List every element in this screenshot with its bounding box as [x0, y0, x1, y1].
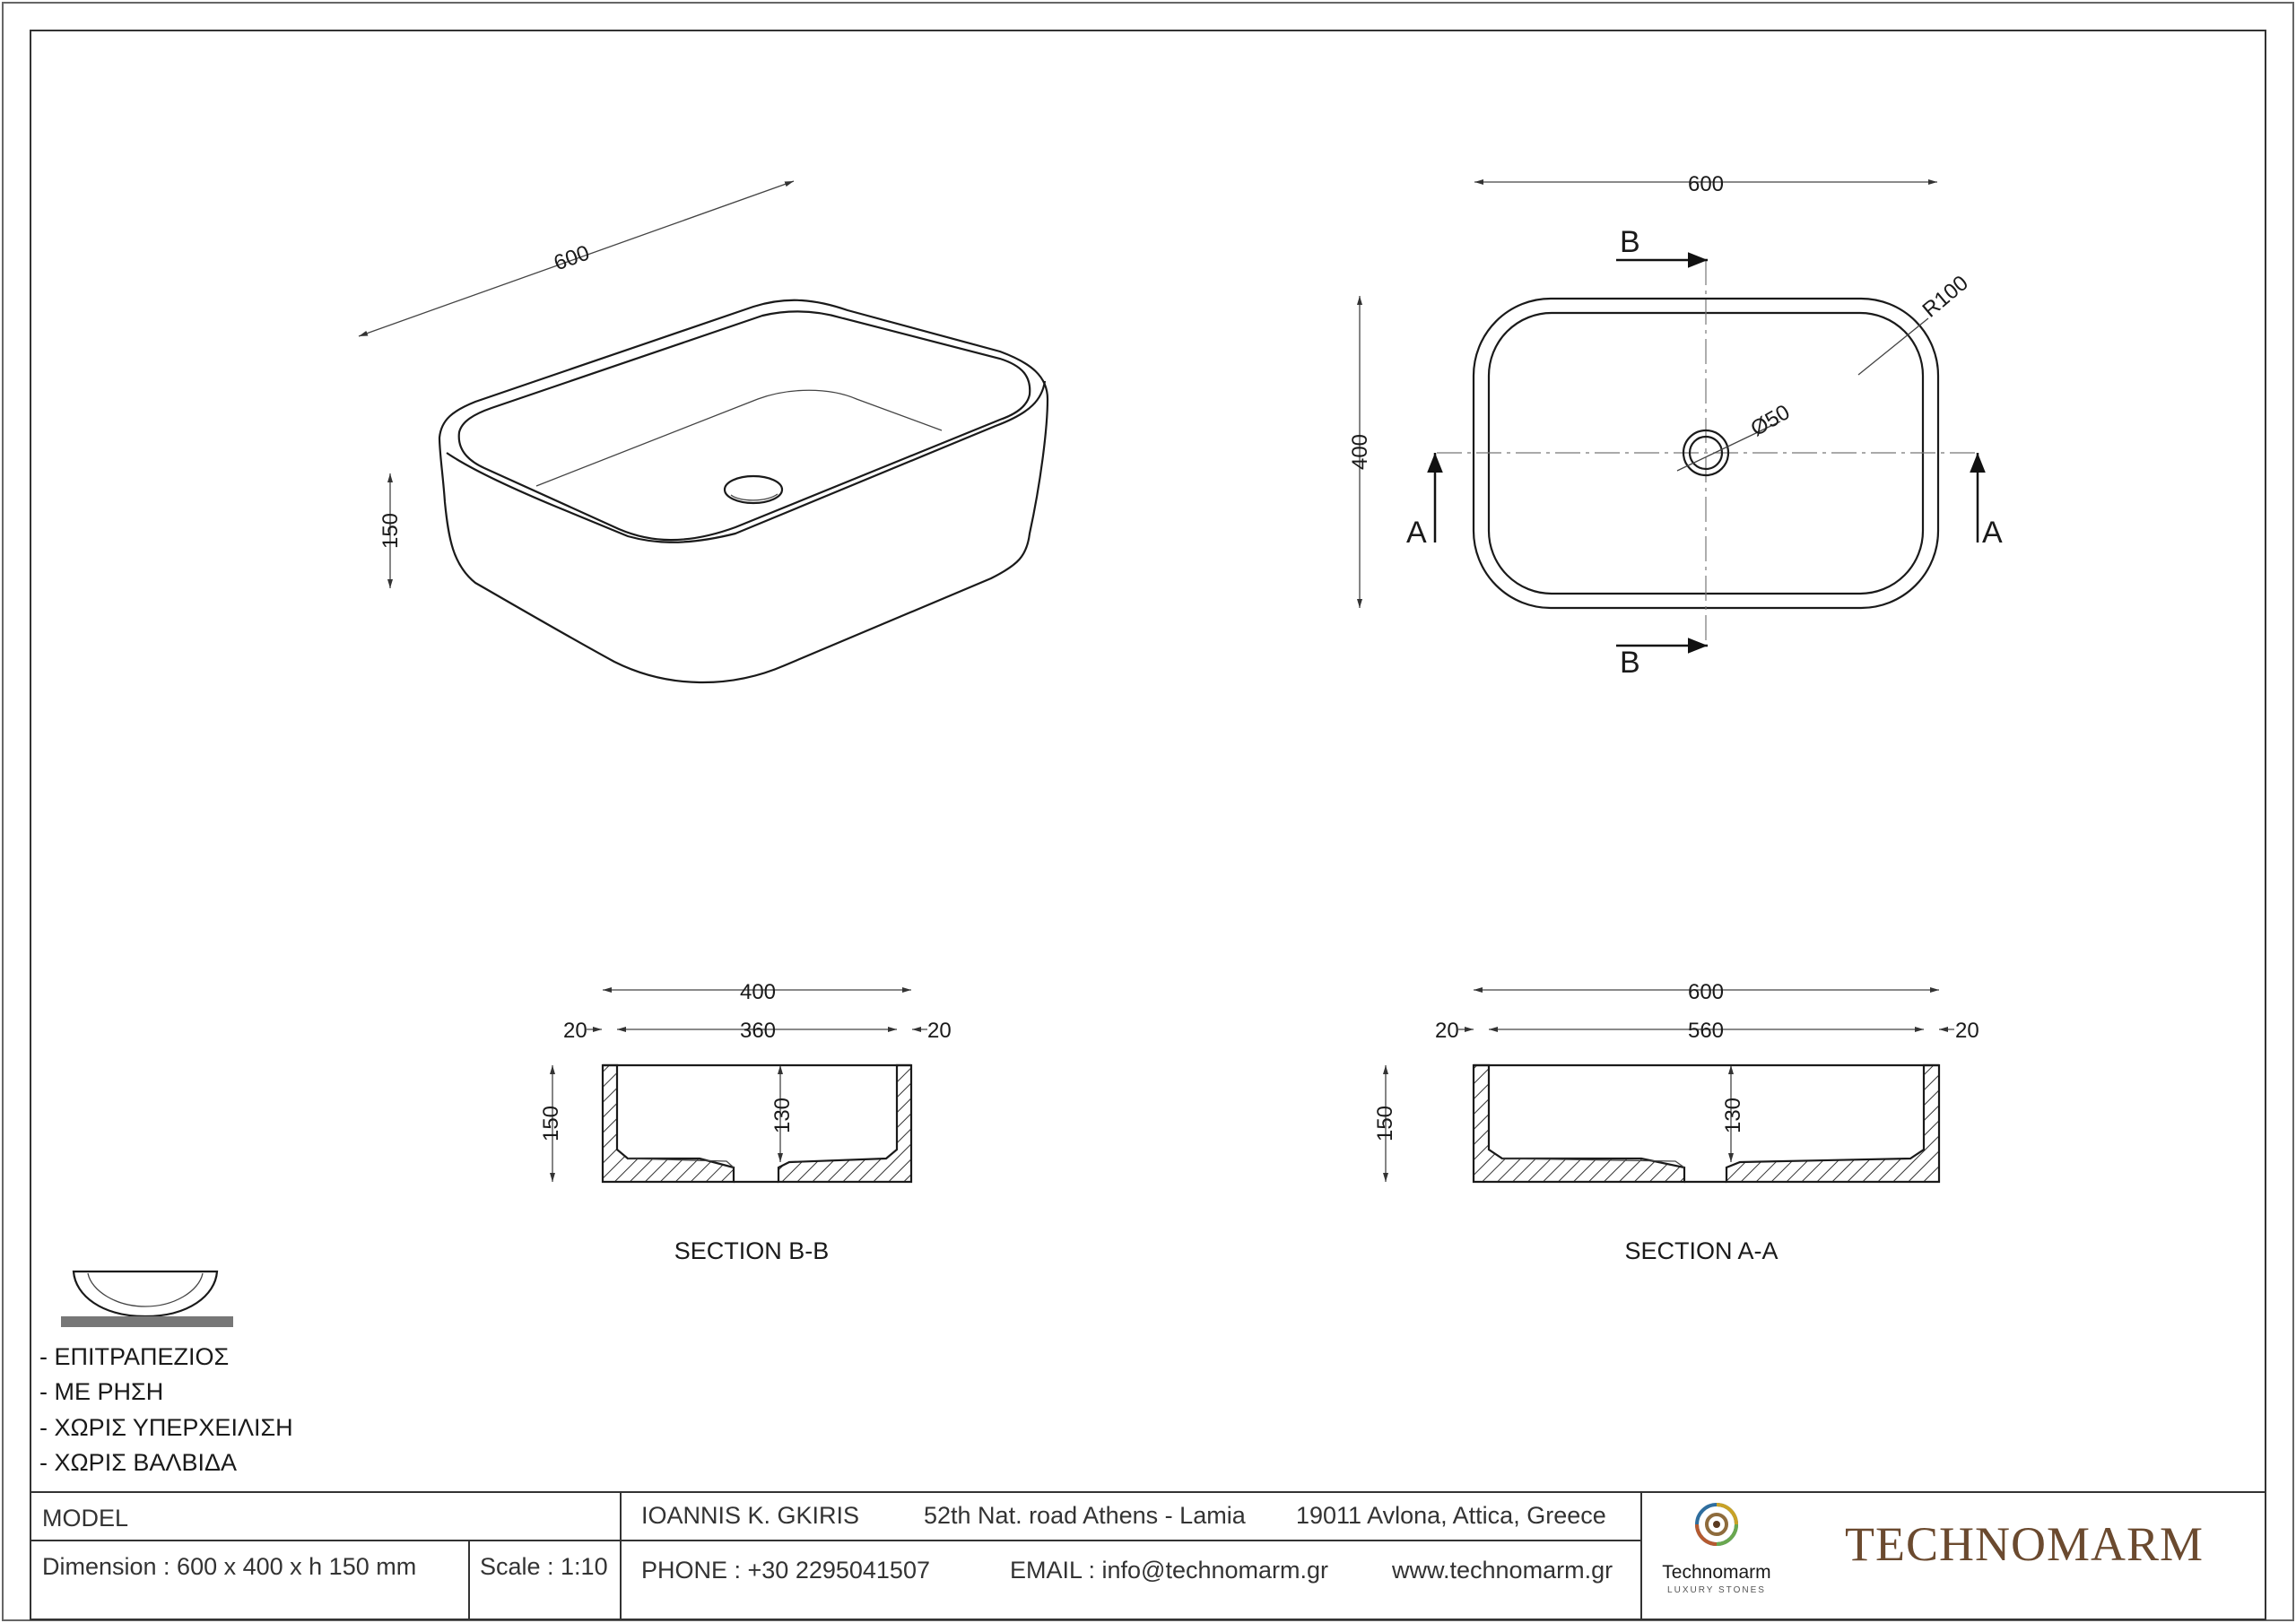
- title-block: MODEL Dimension : 600 x 400 x h 150 mm S…: [30, 1491, 2266, 1619]
- corner-radius: R100: [1918, 271, 1973, 323]
- aa-title: SECTION A-A: [1624, 1237, 1778, 1264]
- company-name: IOANNIS K. GKIRIS: [641, 1502, 859, 1529]
- section-bb: 400 20 360 20 150 130 SECTION B-B: [539, 980, 952, 1264]
- brand-wordmark: TECHNOMARM: [1845, 1517, 2204, 1571]
- inner-border: [30, 30, 2266, 1620]
- technomarm-logo-icon: [1695, 1503, 1738, 1546]
- aa-height: 150: [1373, 1106, 1397, 1141]
- top-width-dim: 600: [1688, 172, 1724, 196]
- feature-item: - ΕΠΙΤΡΑΠΕΖΙΟΣ: [39, 1343, 229, 1370]
- model-label: MODEL: [42, 1505, 128, 1532]
- bb-wall-right: 20: [927, 1019, 952, 1043]
- aa-wall-right: 20: [1955, 1019, 1979, 1043]
- web-text: www.technomarm.gr: [1391, 1557, 1613, 1584]
- feature-item: - ΧΩΡΙΣ ΒΑΛΒΙΔΑ: [39, 1449, 237, 1476]
- bb-inner: 360: [740, 1019, 776, 1043]
- logo-subtitle: LUXURY STONES: [1667, 1585, 1766, 1595]
- section-a-right: A: [1982, 516, 2003, 550]
- section-b-top: B: [1620, 225, 1640, 259]
- bb-inner-height: 130: [770, 1098, 795, 1133]
- email-text: EMAIL : info@technomarm.gr: [1010, 1557, 1328, 1584]
- company-city: 19011 Avlona, Attica, Greece: [1296, 1502, 1606, 1529]
- bb-wall-left: 20: [563, 1019, 587, 1043]
- section-a-left: A: [1406, 516, 1427, 550]
- section-aa: 600 20 560 20 150 130 SECTION A-A: [1373, 980, 1979, 1264]
- phone-text: PHONE : +30 2295041507: [641, 1557, 930, 1584]
- aa-inner-height: 130: [1721, 1098, 1745, 1133]
- isometric-view: 600 150: [358, 180, 1049, 684]
- bb-title: SECTION B-B: [674, 1237, 830, 1264]
- bb-overall: 400: [740, 980, 776, 1004]
- iso-length-dim: 600: [551, 240, 593, 275]
- feature-item: - ΧΩΡΙΣ ΥΠΕΡΧΕΙΛΙΣΗ: [39, 1414, 293, 1441]
- logo-name: Technomarm: [1662, 1562, 1770, 1583]
- dimension-text: Dimension : 600 x 400 x h 150 mm: [42, 1553, 416, 1580]
- bb-height: 150: [539, 1106, 563, 1141]
- aa-overall: 600: [1688, 980, 1724, 1004]
- aa-wall-left: 20: [1435, 1019, 1459, 1043]
- feature-item: - ΜΕ ΡΗΣΗ: [39, 1378, 163, 1405]
- feature-list: - ΕΠΙΤΡΑΠΕΖΙΟΣ - ΜΕ ΡΗΣΗ - ΧΩΡΙΣ ΥΠΕΡΧΕΙ…: [39, 1343, 293, 1476]
- top-depth-dim: 400: [1348, 434, 1372, 470]
- top-view: 600 400 Ø50 R100 A A B B: [1348, 172, 2003, 680]
- scale-text: Scale : 1:10: [480, 1553, 608, 1580]
- section-b-bottom: B: [1620, 646, 1640, 680]
- drain-diameter: Ø50: [1747, 400, 1795, 441]
- company-road: 52th Nat. road Athens - Lamia: [924, 1502, 1247, 1529]
- aa-inner: 560: [1688, 1019, 1724, 1043]
- iso-height-dim: 150: [378, 513, 403, 549]
- countertop-basin-icon: [61, 1270, 233, 1327]
